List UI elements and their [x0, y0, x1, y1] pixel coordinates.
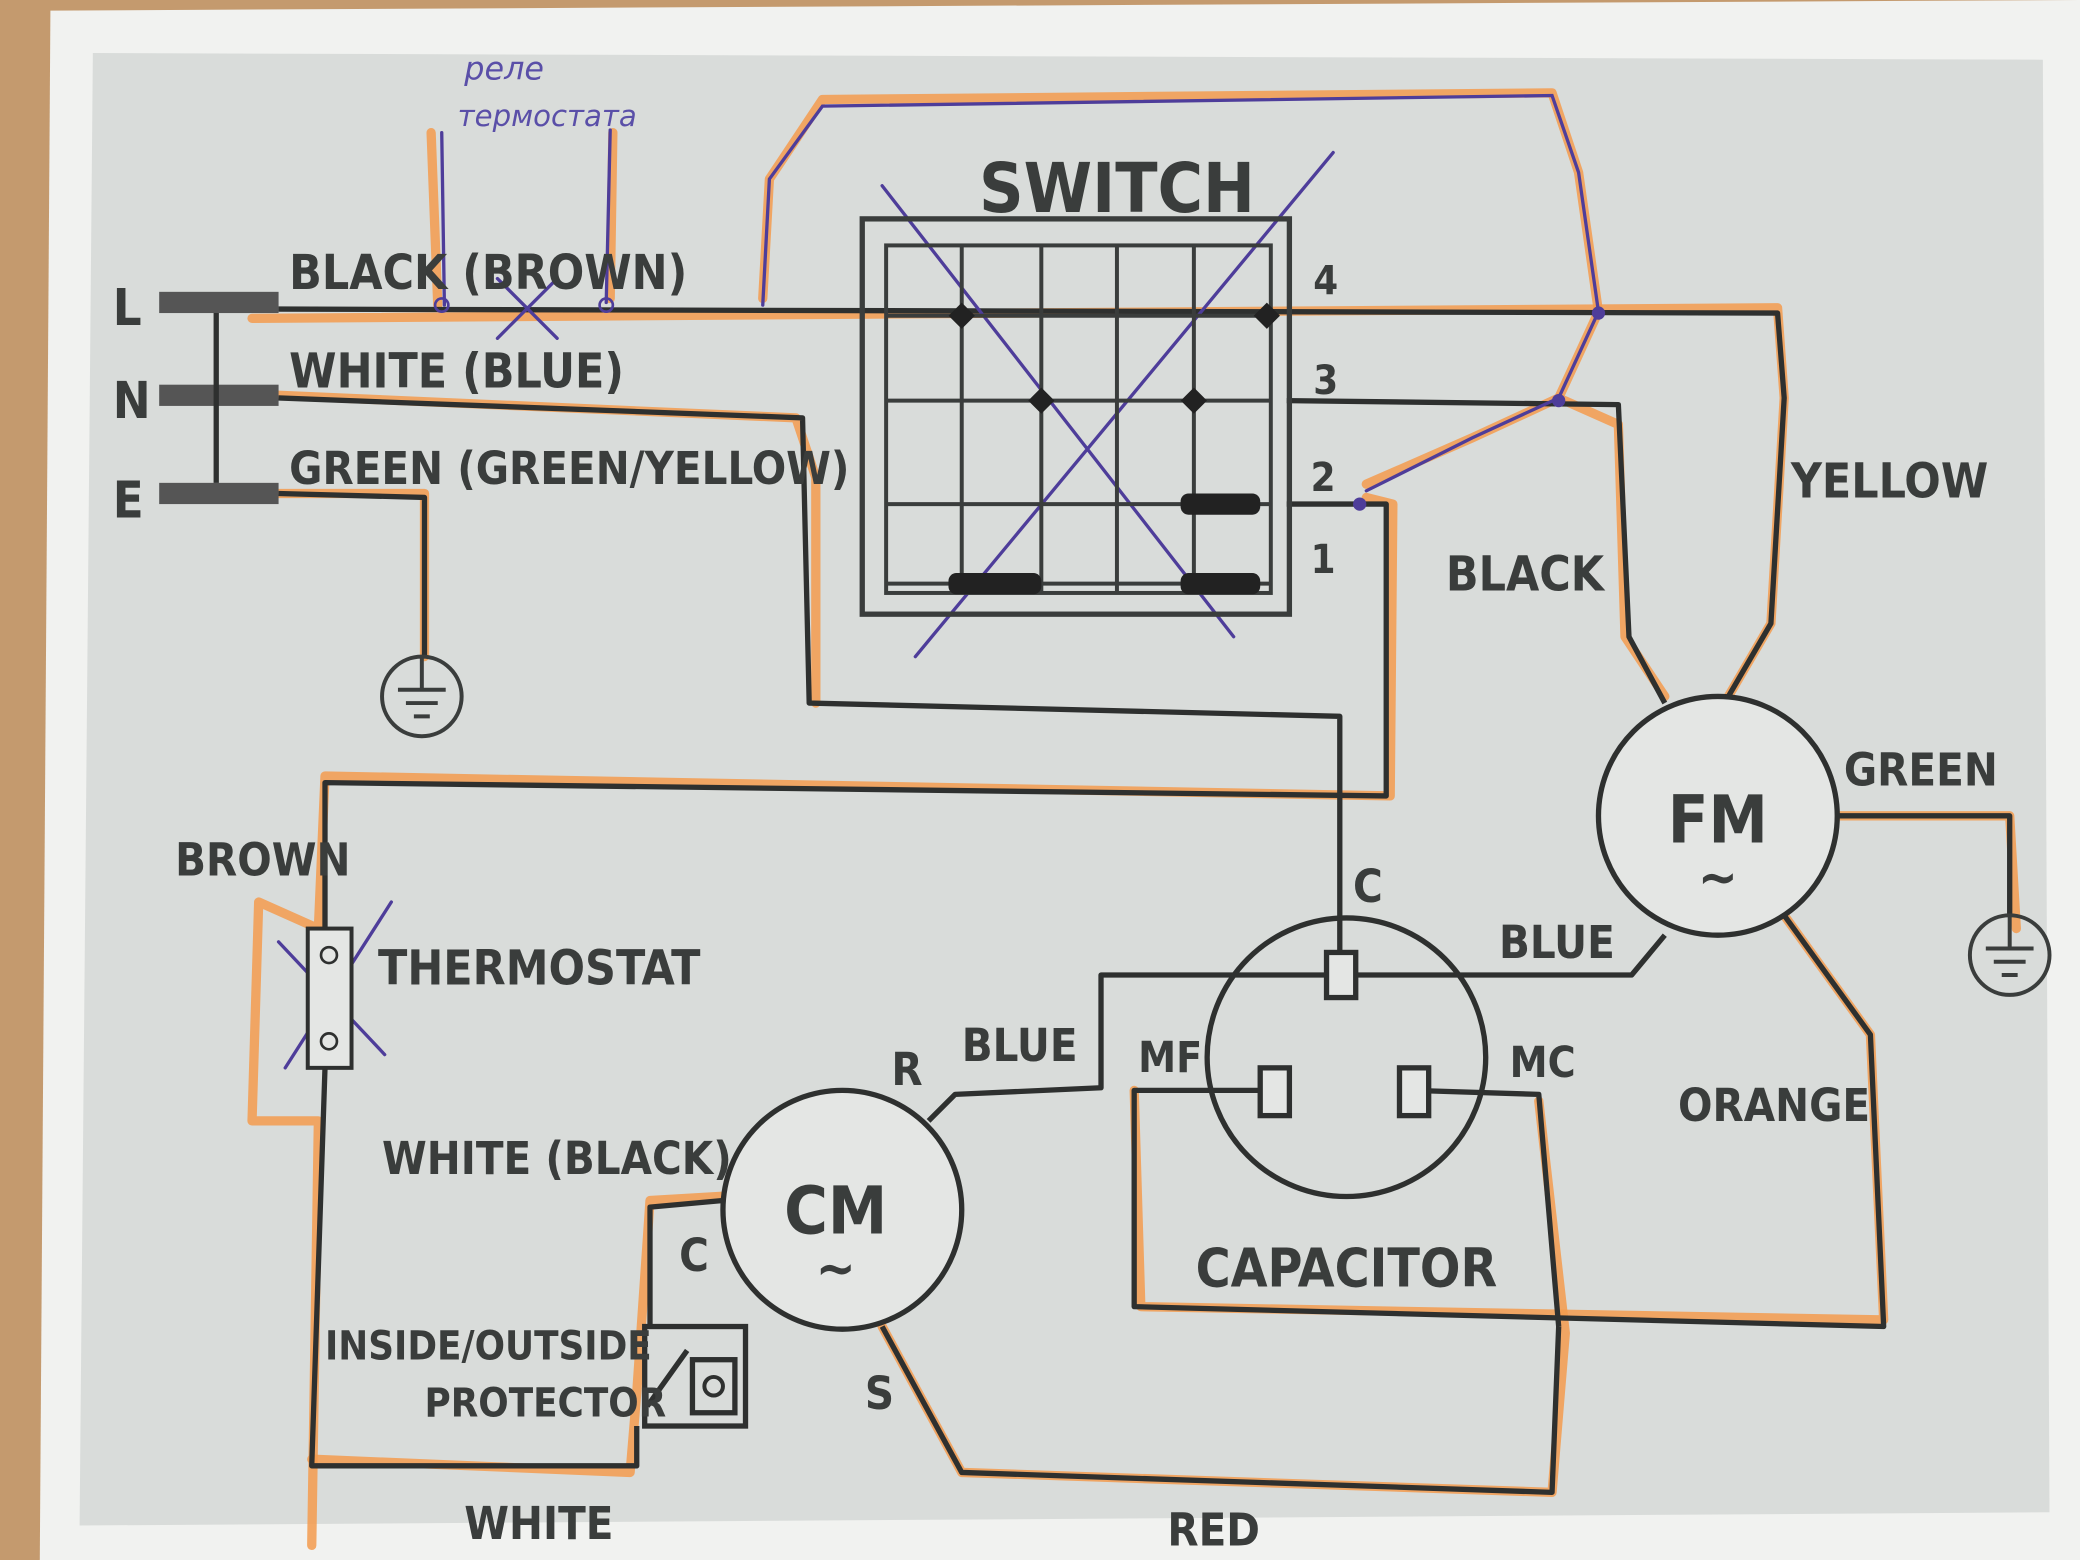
protector-label-line2: PROTECTOR [424, 1381, 666, 1427]
terminal-L-label: L [113, 278, 142, 337]
cm-terminal-c: C [679, 1229, 709, 1282]
terminal-L [159, 291, 279, 314]
cap-terminal-c: C [1353, 860, 1383, 913]
fan-motor: FM ~ [1595, 693, 1840, 938]
protector-label-line1: INSIDE/OUTSIDE [325, 1324, 652, 1370]
compressor-label: CM [784, 1172, 887, 1250]
annotation-line2: термостата [458, 99, 637, 133]
switch-pos-1: 1 [1311, 537, 1336, 583]
wire-label-blue-comp: BLUE [962, 1019, 1078, 1072]
switch: SWITCH 4 3 2 1 [859, 149, 1338, 617]
wire-label-white-black: WHITE (BLACK) [382, 1132, 732, 1185]
terminal-N-label: N [113, 371, 151, 430]
switch-pos-3: 3 [1313, 358, 1338, 404]
switch-pos-4: 4 [1313, 258, 1338, 304]
fan-motor-ac-symbol: ~ [1698, 846, 1738, 908]
mains-terminals: L N E [113, 278, 279, 529]
wire-label-white-blue: WHITE (BLUE) [289, 344, 624, 399]
pen-markings [276, 93, 1606, 1070]
wire-label-orange: ORANGE [1678, 1079, 1870, 1132]
fan-ground-icon [1967, 913, 2052, 997]
annotation-line1: реле [463, 50, 544, 88]
cap-terminal-mc: MC [1510, 1039, 1576, 1088]
wire-label-green-fan: GREEN [1844, 743, 1998, 796]
cap-terminal-mf: MF [1138, 1034, 1202, 1083]
thermostat: THERMOSTAT [305, 926, 701, 1070]
terminal-N [159, 384, 279, 406]
wire-label-red: RED [1167, 1503, 1260, 1556]
compressor-motor: CM ~ R C S [679, 1043, 965, 1420]
fan-motor-label: FM [1668, 780, 1768, 858]
capacitor-label: CAPACITOR [1196, 1238, 1498, 1300]
switch-pos-2: 2 [1311, 455, 1336, 501]
switch-cross-out [880, 150, 1335, 659]
wire-label-black: BLACK [1446, 547, 1606, 602]
terminal-E [159, 482, 279, 505]
cm-terminal-r: R [891, 1043, 922, 1096]
cm-terminal-s: S [865, 1367, 894, 1420]
switch-title: SWITCH [979, 149, 1255, 229]
terminal-E-label: E [113, 470, 144, 529]
thermostat-label: THERMOSTAT [378, 941, 701, 996]
capacitor: C MF MC CAPACITOR [1138, 860, 1575, 1300]
wire-label-green: GREEN (GREEN/YELLOW) [289, 442, 849, 495]
line-cut-mark [495, 276, 559, 340]
ground-icon [380, 654, 464, 739]
wire-label-white: WHITE [464, 1497, 613, 1550]
overload-protector: INSIDE/OUTSIDE PROTECTOR [325, 1324, 749, 1429]
wire-label-blue-fan: BLUE [1499, 916, 1615, 969]
wire-label-black-brown: BLACK (BROWN) [289, 246, 687, 301]
compressor-ac-symbol: ~ [816, 1238, 856, 1300]
wire-label-yellow: YELLOW [1790, 454, 1988, 509]
wire-label-brown: BROWN [175, 834, 350, 887]
